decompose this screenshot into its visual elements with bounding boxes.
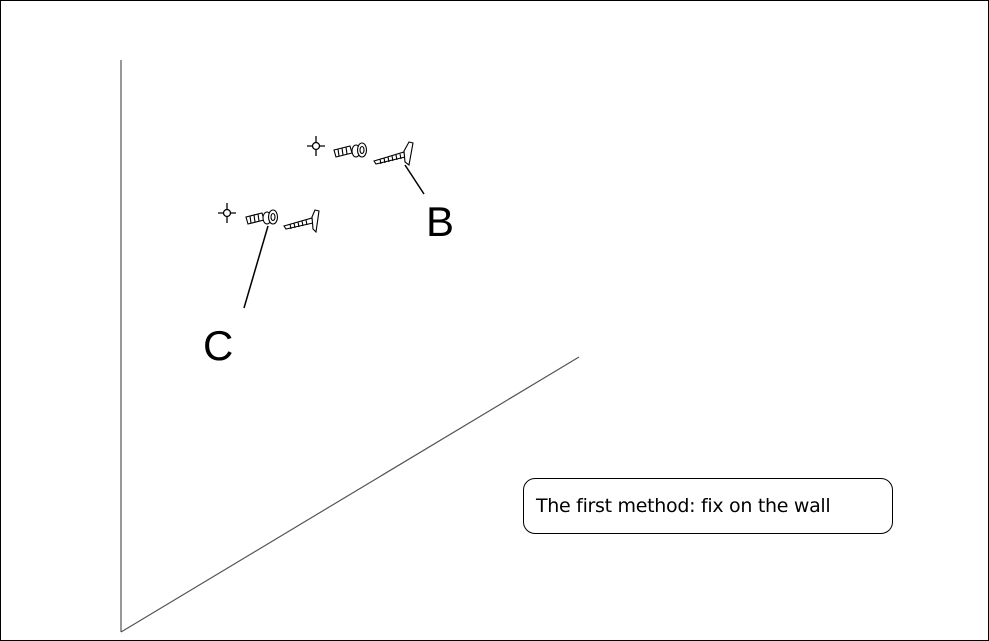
- wall-plug-icon: [245, 209, 279, 225]
- method-caption-text: The first method: fix on the wall: [536, 495, 831, 517]
- leader-line-c: [243, 225, 269, 309]
- screw-icon: [373, 141, 414, 166]
- leader-line-b: [404, 164, 425, 195]
- label-b: B: [426, 198, 454, 245]
- wall-plug-icon: [333, 142, 368, 158]
- drill-mark-icon: [307, 136, 325, 156]
- fixing-set-b: [307, 136, 425, 195]
- wall-floor-edge: [120, 356, 580, 633]
- label-c: C: [203, 322, 233, 369]
- method-caption-box: The first method: fix on the wall: [523, 478, 893, 534]
- fixing-set-c: [218, 203, 320, 309]
- screw-icon: [283, 209, 320, 234]
- drill-mark-icon: [218, 203, 236, 223]
